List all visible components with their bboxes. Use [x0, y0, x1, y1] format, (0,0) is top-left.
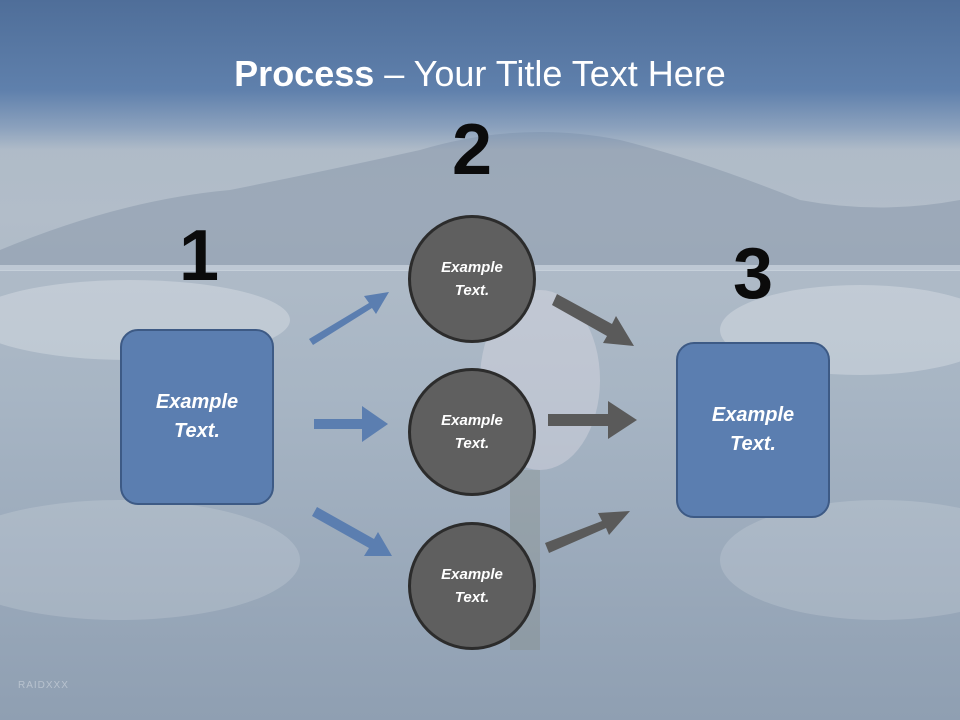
- step-3-box: Example Text.: [676, 342, 830, 518]
- right-arrows: [545, 294, 637, 553]
- step-number-3: 3: [732, 234, 774, 314]
- arrow-top-to-3: [552, 294, 634, 346]
- arrow-center-to-3: [548, 401, 637, 439]
- middle-node-top-text: Example Text.: [441, 259, 503, 299]
- step-number-2: 2: [451, 110, 493, 190]
- arrow-1-to-top: [309, 292, 389, 345]
- arrow-1-to-bottom: [312, 507, 392, 556]
- title-rest: – Your Title Text Here: [374, 53, 726, 94]
- step-1-box: Example Text.: [120, 329, 274, 505]
- arrow-1-to-center: [314, 406, 388, 442]
- middle-node-bottom: Example Text.: [408, 522, 536, 650]
- left-arrows: [309, 292, 392, 556]
- middle-node-top: Example Text.: [408, 215, 536, 343]
- middle-node-bottom-text: Example Text.: [441, 566, 503, 606]
- step-1-box-text: Example Text.: [155, 391, 239, 442]
- title-bold-word: Process: [234, 53, 375, 94]
- middle-node-center: Example Text.: [408, 368, 536, 496]
- slide-title: Process – Your Title Text Here: [0, 50, 960, 98]
- arrow-bottom-to-3: [545, 511, 630, 553]
- watermark-logo: RAIDXXX: [18, 680, 69, 691]
- step-3-box-text: Example Text.: [711, 404, 795, 455]
- step-number-1: 1: [178, 216, 220, 296]
- title-band: [0, 0, 960, 150]
- middle-node-center-text: Example Text.: [441, 412, 503, 452]
